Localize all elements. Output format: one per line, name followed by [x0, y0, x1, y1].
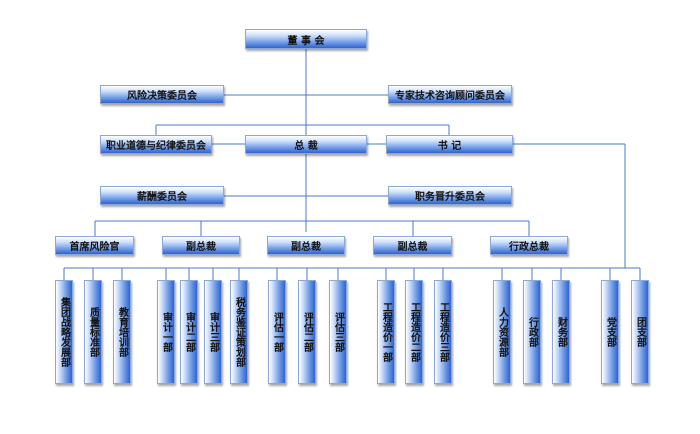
dept-tax: 税务鉴证策划部	[230, 280, 248, 384]
admin-president-node: 行政总裁	[490, 236, 568, 255]
dept-party-branch: 党支部	[601, 280, 619, 384]
secretary-node: 书 记	[386, 135, 513, 154]
dept-audit-3: 审计三部	[204, 280, 222, 384]
dept-finance: 财务部	[552, 280, 570, 384]
dept-cost-3: 工程造价三部	[434, 280, 452, 384]
expert-committee-node: 专家技术咨询顾问委员会	[388, 85, 512, 104]
risk-committee-node: 风险决策委员会	[100, 85, 224, 104]
chief-risk-officer-node: 首席风险官	[55, 236, 134, 255]
dept-cost-2: 工程造价二部	[405, 280, 423, 384]
dept-group-strategy: 集团战略发展部	[55, 280, 73, 384]
vice-president-node-3: 副总裁	[373, 236, 452, 255]
vice-president-node-2: 副总裁	[267, 236, 345, 255]
dept-evaluation-1: 评估一部	[268, 280, 286, 384]
dept-training: 教育培训部	[113, 280, 131, 384]
dept-audit-1: 审计一部	[157, 280, 175, 384]
vice-president-node-1: 副总裁	[162, 236, 240, 255]
dept-youth-branch: 团支部	[631, 280, 649, 384]
dept-audit-2: 审计二部	[180, 280, 198, 384]
dept-hr: 人力资源部	[493, 280, 511, 384]
salary-committee-node: 薪酬委员会	[100, 186, 224, 205]
dept-admin: 行政部	[523, 280, 541, 384]
dept-evaluation-2: 评估二部	[298, 280, 316, 384]
dept-quality: 质量标准部	[84, 280, 102, 384]
dept-evaluation-3: 评估三部	[329, 280, 347, 384]
dept-cost-1: 工程造价一部	[377, 280, 395, 384]
board-node: 董 事 会	[245, 29, 367, 49]
promotion-committee-node: 职务晋升委员会	[388, 186, 512, 205]
ethics-committee-node: 职业道德与纪律委员会	[100, 135, 212, 154]
president-node: 总 裁	[245, 135, 367, 154]
